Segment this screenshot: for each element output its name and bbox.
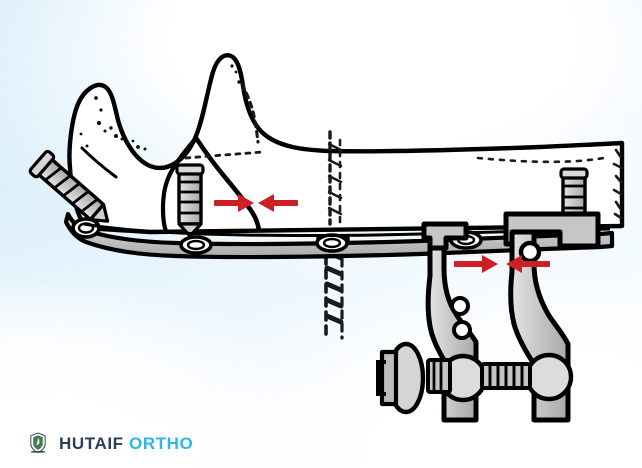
plate-hole-3	[315, 233, 349, 253]
plate-hole-2	[179, 235, 213, 255]
body-dashed-fracture-right	[476, 156, 606, 164]
bone-compression-arrow-right	[258, 194, 298, 212]
brand-footer: HUTAIF ORTHO	[28, 432, 193, 454]
forceps-left-jaw-tip	[421, 221, 469, 251]
forceps-compression-arrow-left	[454, 255, 498, 273]
plate-hole-1	[71, 217, 101, 239]
bone-compression-arrow-left	[214, 194, 254, 212]
anterior-ridge-line	[80, 146, 118, 179]
forceps-right-bolt-boss	[524, 352, 574, 402]
hutaif-shield-logo-icon	[30, 432, 46, 454]
compression-arrows-group	[214, 194, 550, 273]
fracture-branch-left	[160, 135, 199, 234]
forceps-thumb-nut-assembly	[376, 341, 452, 415]
drill-thread-marks-upper	[327, 142, 343, 216]
mandible-outline	[67, 53, 625, 235]
body-dashed-fracture	[184, 150, 264, 160]
forceps-compression-arrow-right	[506, 255, 550, 273]
forceps-wheel-shaft	[379, 349, 399, 407]
mandible-bone-group	[67, 53, 625, 235]
bicortical-screw-oblique-left	[28, 149, 110, 223]
forceps-right-jaw-tip	[503, 211, 601, 249]
condyle-dashed-fracture	[240, 82, 260, 144]
bone-reduction-compression-forceps	[376, 211, 601, 423]
brand-wordmark: HUTAIF ORTHO	[59, 435, 193, 452]
forceps-right-hole-upper	[518, 240, 542, 264]
posterior-dash-column	[612, 148, 624, 220]
forceps-left-hole-lower	[452, 320, 472, 340]
forceps-left-hole-upper	[450, 296, 470, 316]
forceps-threaded-rod	[480, 362, 532, 390]
bicortical-screw-vertical-left	[175, 163, 205, 238]
brand-name-primary: HUTAIF	[59, 433, 124, 453]
brand-name-secondary: ORTHO	[129, 433, 194, 453]
plate-screw-holes	[71, 217, 483, 255]
forceps-wheel-bracket	[376, 360, 386, 396]
cortical-stipple-left	[79, 96, 147, 151]
